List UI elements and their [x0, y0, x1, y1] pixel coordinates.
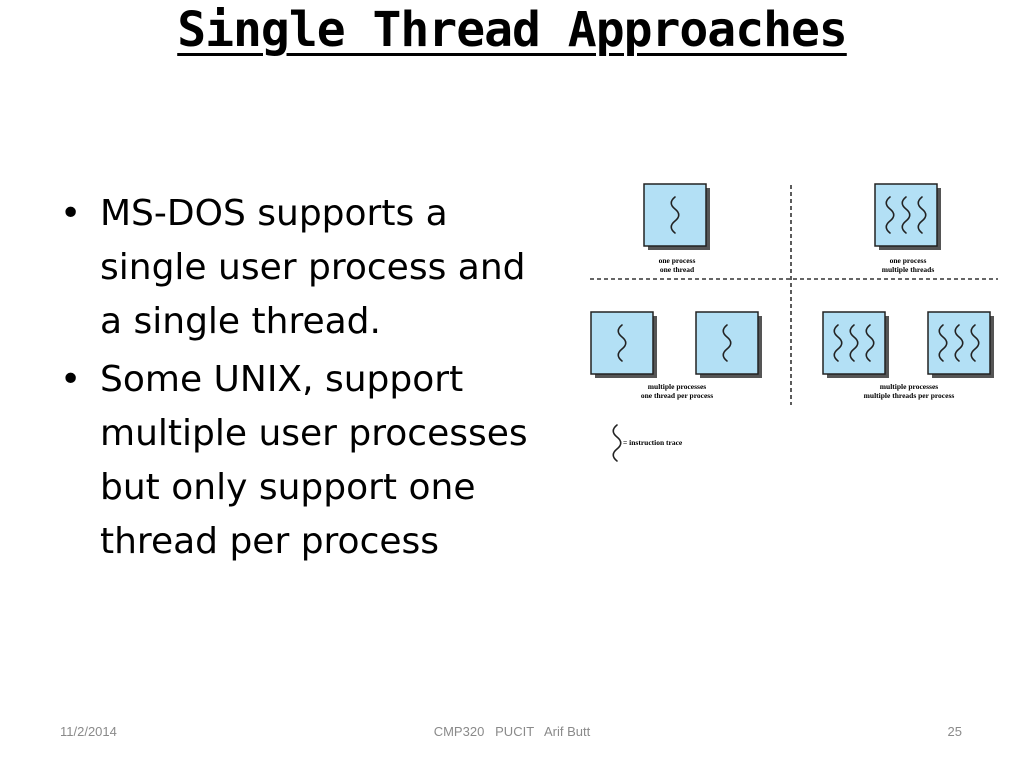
page-number: 25 [947, 724, 962, 739]
quadrant-label-line2: one thread [660, 265, 695, 274]
bullet-text: Some UNIX, support multiple user process… [100, 359, 528, 562]
footer-course-info: CMP320 PUCIT Arif Butt [433, 724, 591, 739]
process-box [927, 311, 994, 378]
process-box [874, 183, 941, 250]
footer-date: 11/2/2014 [60, 724, 117, 739]
quadrant-label-line1: one process [659, 256, 696, 265]
process-box [822, 311, 889, 378]
slide-title: Single Thread Approaches [177, 2, 848, 58]
process-box [590, 311, 657, 378]
thread-model-diagram: one process one thread one process multi… [590, 183, 998, 462]
process-box [695, 311, 762, 378]
bullet-item: • MS-DOS supports a single user process … [58, 187, 538, 349]
quadrant-label-line1: one process [890, 256, 927, 265]
quadrant-label-line2: multiple threads [882, 265, 935, 274]
bullet-marker: • [60, 193, 82, 234]
bullet-item: • Some UNIX, support multiple user proce… [58, 353, 538, 569]
legend-text: = instruction trace [623, 438, 683, 447]
instruction-trace-icon [612, 424, 622, 462]
quadrant-label-line1: multiple processes [880, 382, 938, 391]
process-box [643, 183, 710, 250]
bullet-text: MS-DOS supports a single user process an… [100, 193, 526, 342]
bullet-marker: • [60, 359, 82, 400]
bullet-list: • MS-DOS supports a single user process … [58, 187, 538, 573]
quadrant-label-line2: multiple threads per process [864, 391, 955, 400]
quadrant-label-line1: multiple processes [648, 382, 706, 391]
quadrant-label-line2: one thread per process [641, 391, 713, 400]
